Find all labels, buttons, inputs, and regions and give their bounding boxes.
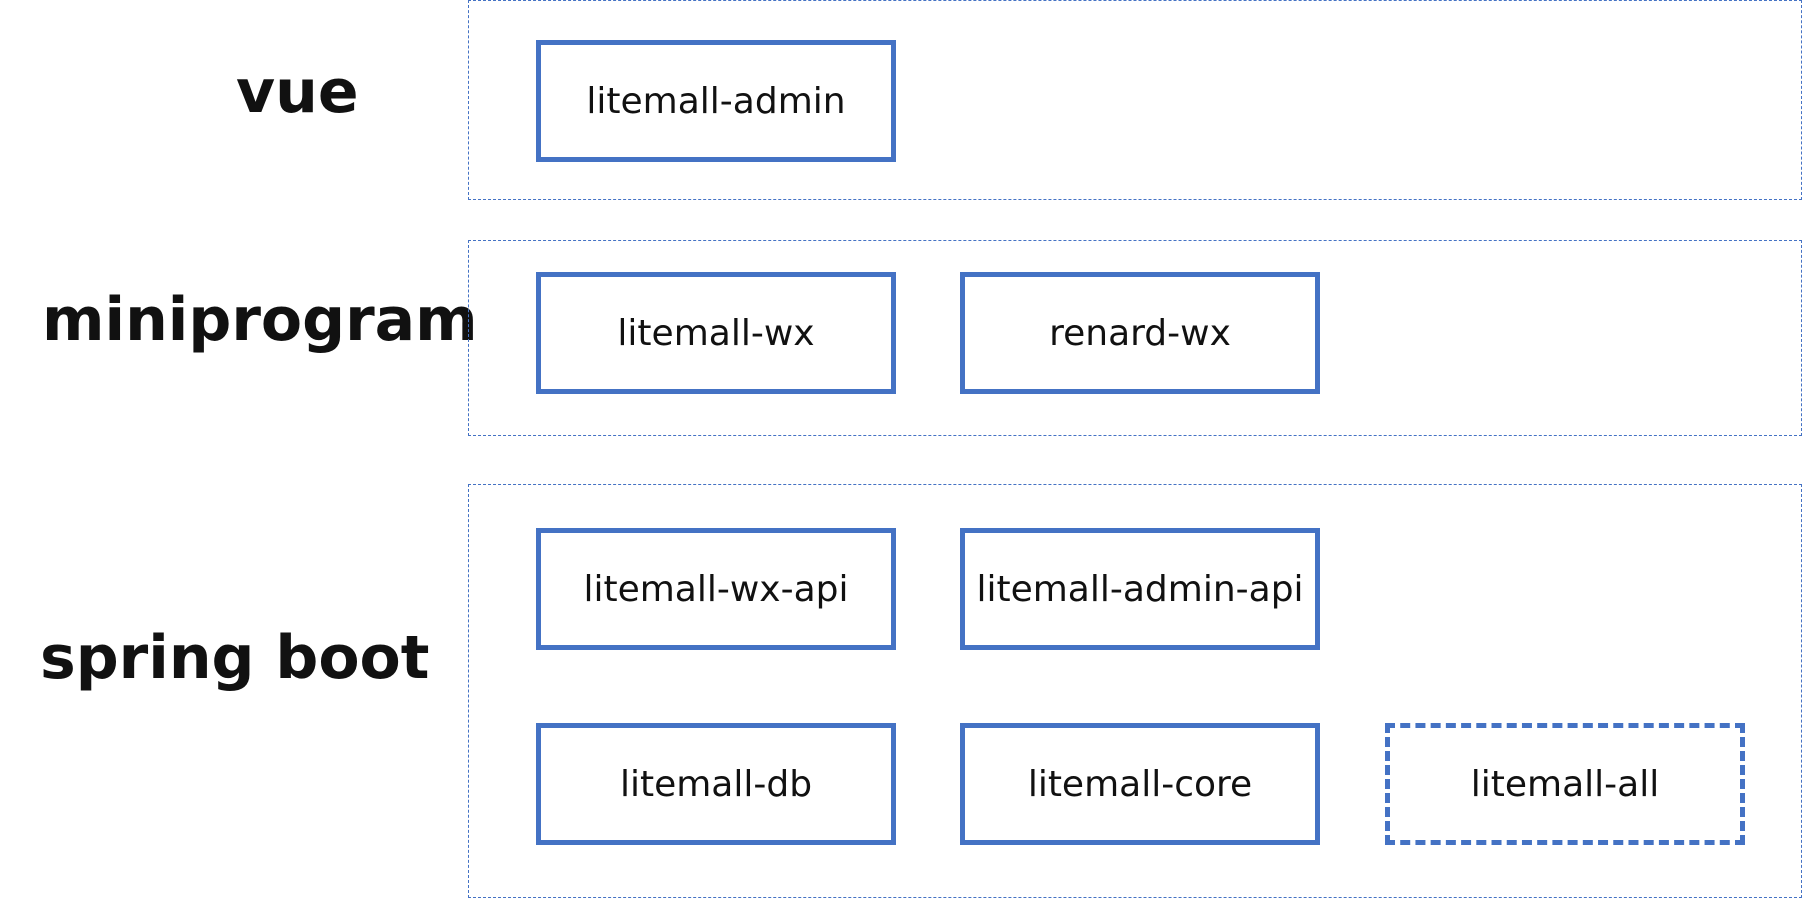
layer-label-vue: vue <box>236 57 359 127</box>
layer-container-vue <box>468 0 1802 200</box>
module-litemall-admin[interactable]: litemall-admin <box>536 40 896 162</box>
layer-label-miniprogram: miniprogram <box>42 285 478 355</box>
layer-label-spring-boot: spring boot <box>40 623 430 693</box>
module-renard-wx[interactable]: renard-wx <box>960 272 1320 394</box>
module-litemall-db[interactable]: litemall-db <box>536 723 896 845</box>
module-litemall-admin-api[interactable]: litemall-admin-api <box>960 528 1320 650</box>
module-litemall-core[interactable]: litemall-core <box>960 723 1320 845</box>
module-litemall-all[interactable]: litemall-all <box>1385 723 1745 845</box>
module-litemall-wx[interactable]: litemall-wx <box>536 272 896 394</box>
layer-container-miniprogram <box>468 240 1802 436</box>
module-litemall-wx-api[interactable]: litemall-wx-api <box>536 528 896 650</box>
